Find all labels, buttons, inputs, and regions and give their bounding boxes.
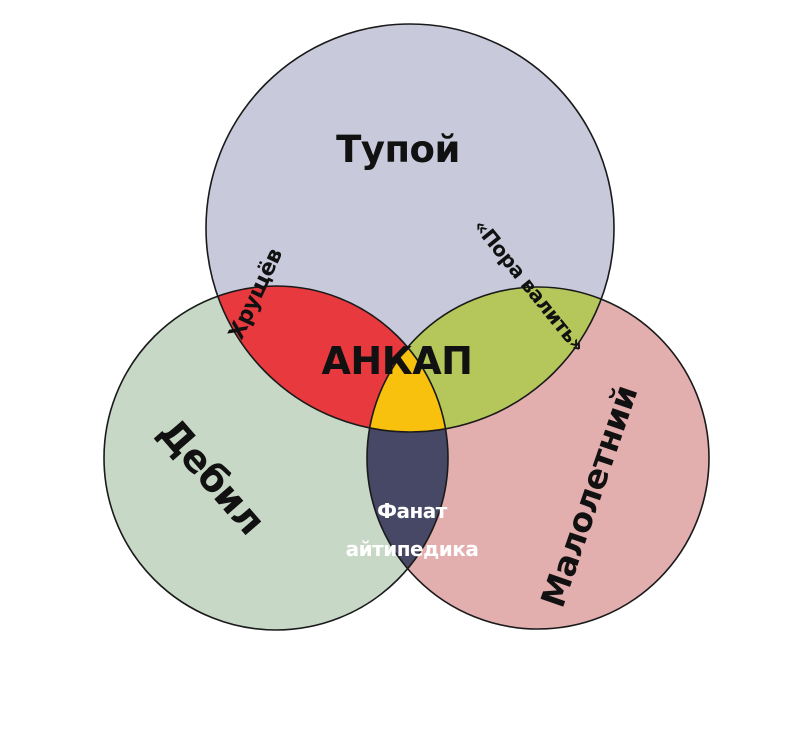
label-top: Тупой — [336, 128, 460, 171]
label-center: АНКАП — [322, 339, 473, 383]
label-left-right-line2: айтипедика — [346, 537, 479, 561]
overlap-top-right — [367, 287, 614, 432]
circle-outlines — [103, 23, 710, 631]
outline-left — [103, 285, 449, 631]
overlap-top-left — [206, 286, 448, 432]
label-left-right-line1: Фанат — [377, 499, 448, 523]
outline-right — [366, 286, 710, 630]
outline-top — [205, 23, 615, 433]
